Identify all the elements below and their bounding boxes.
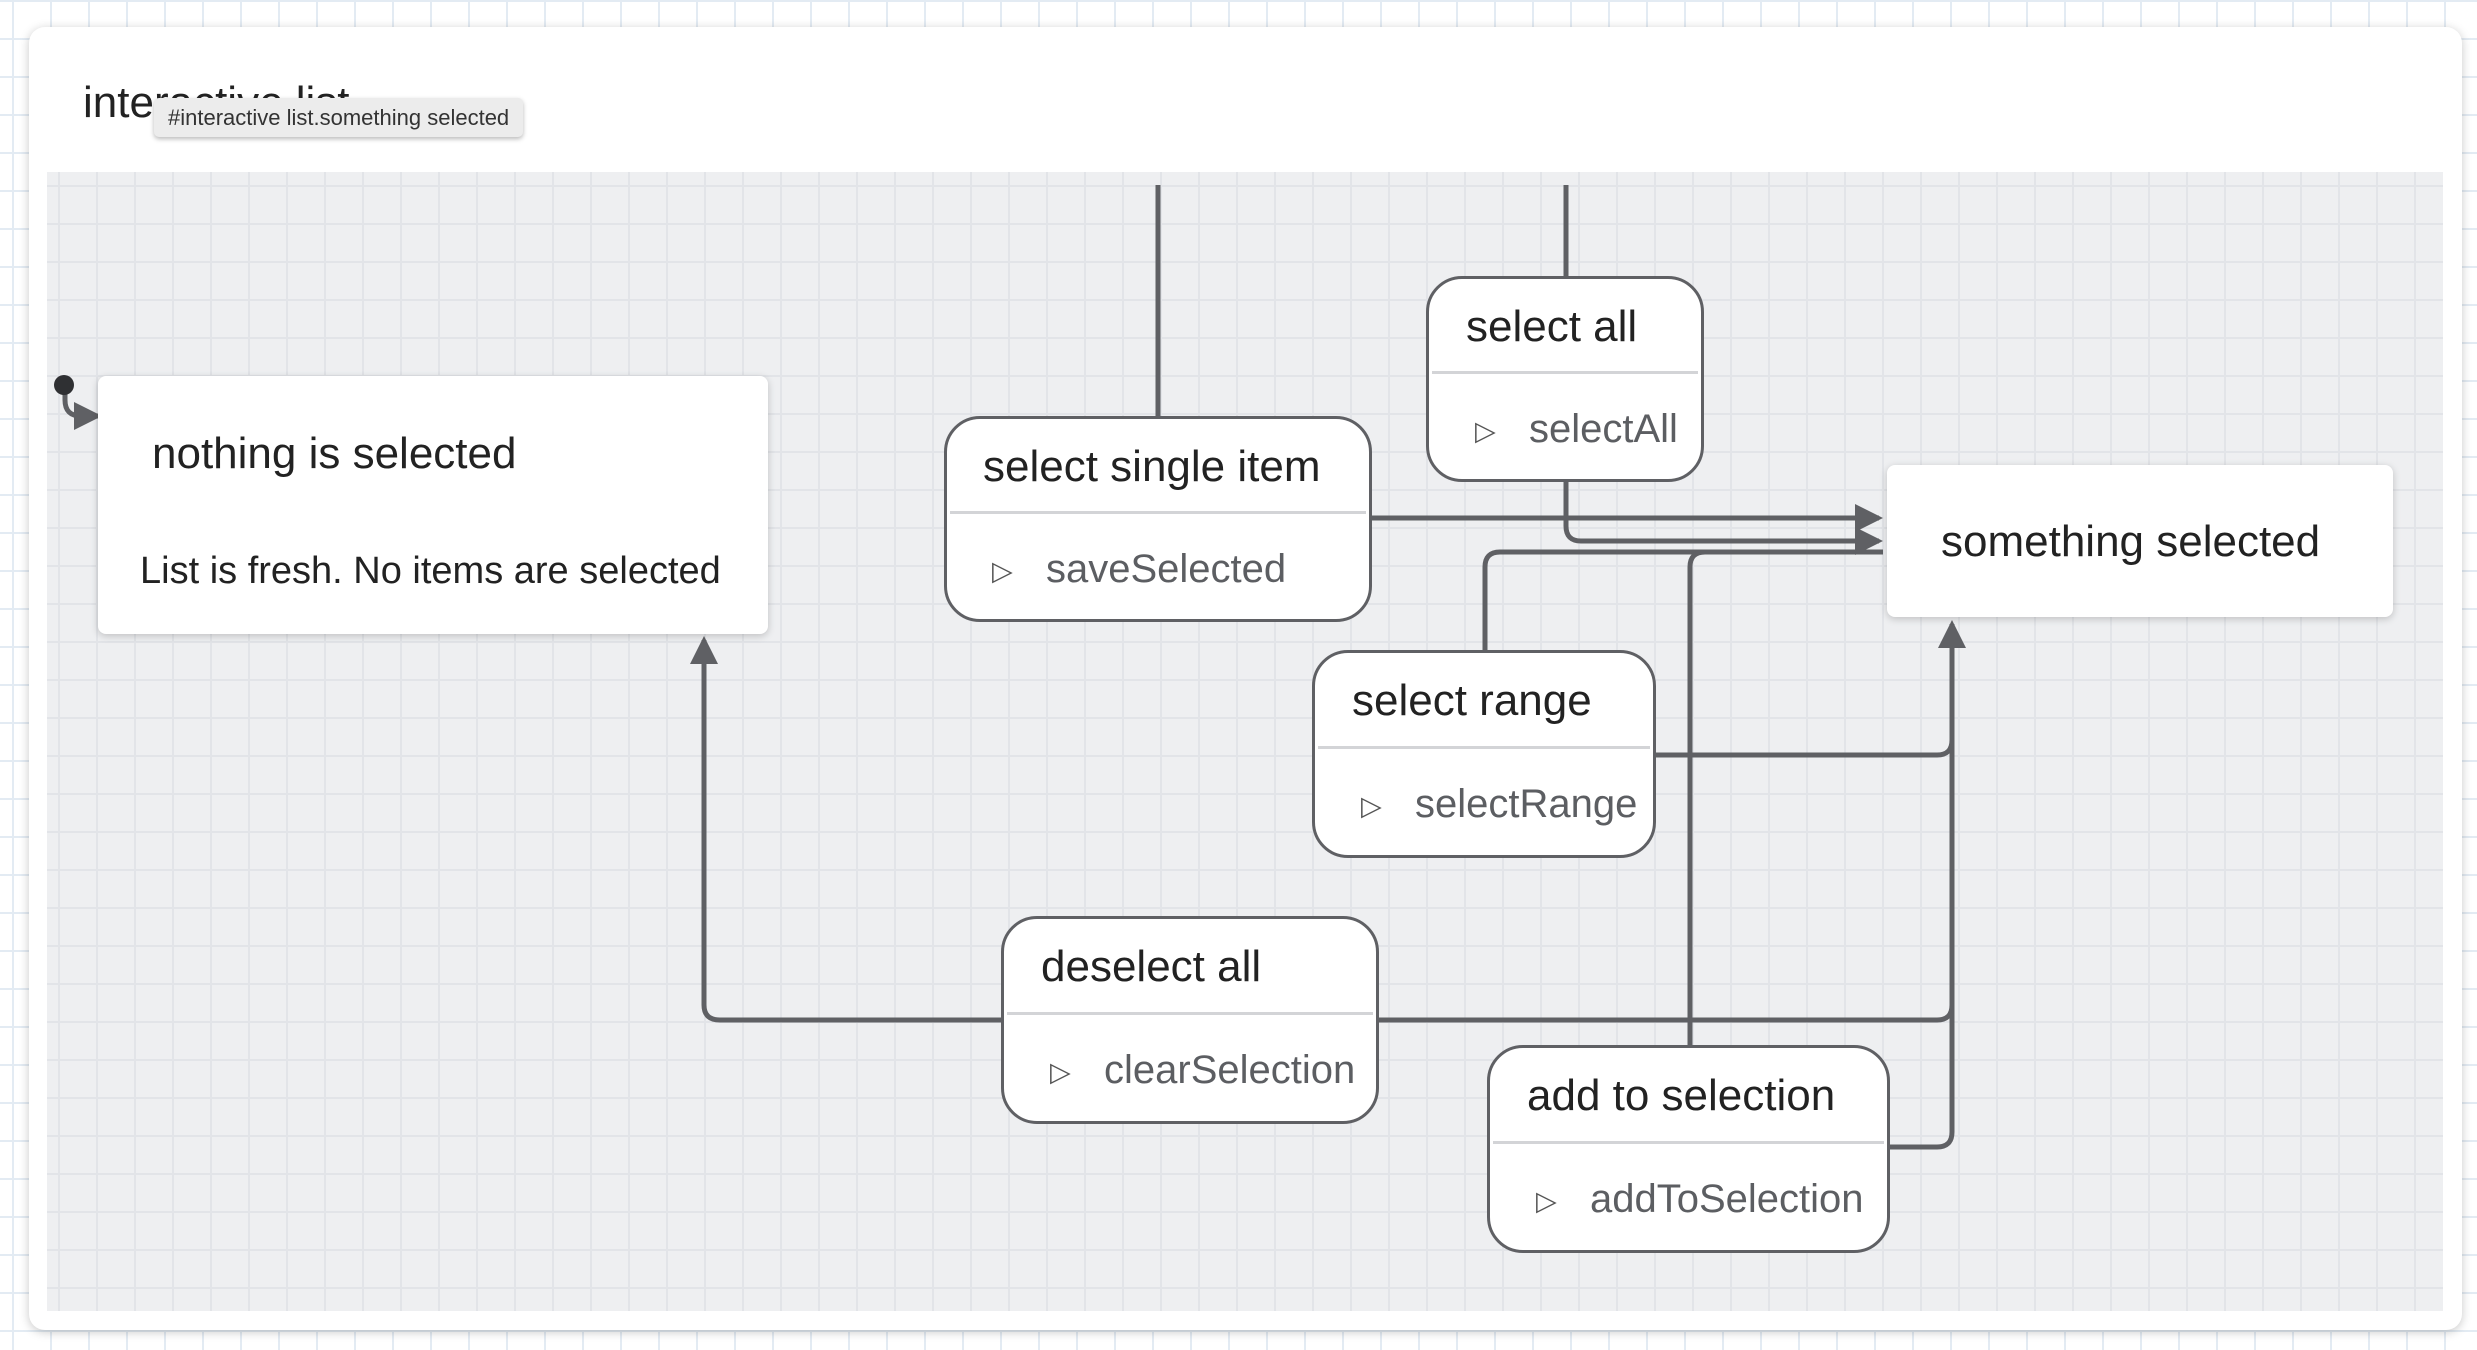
play-triangle-icon: ▷ (1050, 1057, 1071, 1087)
state-divider (1493, 1141, 1884, 1144)
state-divider (1318, 746, 1650, 749)
state-title: something selected (1941, 517, 2321, 566)
state-title: select range (1352, 676, 1592, 725)
state-description: List is fresh. No items are selected (140, 550, 721, 592)
action-label: clearSelection (1104, 1048, 1356, 1092)
state-select-single-item[interactable]: select single item ▷ saveSelected (944, 416, 1372, 622)
action-label: addToSelection (1590, 1177, 1864, 1221)
action-label: saveSelected (1046, 547, 1287, 591)
state-something-selected[interactable]: something selected (1887, 465, 2393, 617)
state-title: add to selection (1527, 1071, 1836, 1120)
state-divider (1007, 1012, 1373, 1015)
state-title: select all (1466, 302, 1638, 351)
state-nothing-selected[interactable]: nothing is selected List is fresh. No it… (98, 376, 768, 634)
play-triangle-icon: ▷ (1536, 1186, 1557, 1216)
state-divider (1432, 371, 1698, 374)
state-path-tooltip: #interactive list.something selected (154, 98, 524, 137)
state-deselect-all[interactable]: deselect all ▷ clearSelection (1001, 916, 1379, 1124)
state-select-all[interactable]: select all ▷ selectAll (1426, 276, 1704, 482)
state-add-to-selection[interactable]: add to selection ▷ addToSelection (1487, 1045, 1890, 1253)
state-title: deselect all (1041, 942, 1262, 991)
action-label: selectAll (1529, 407, 1678, 451)
state-title: nothing is selected (152, 429, 517, 478)
play-triangle-icon: ▷ (992, 556, 1013, 586)
state-divider (950, 511, 1366, 514)
play-triangle-icon: ▷ (1475, 416, 1496, 446)
state-title: select single item (983, 442, 1321, 491)
action-label: selectRange (1415, 782, 1638, 826)
diagram-canvas[interactable] (47, 172, 2443, 1311)
play-triangle-icon: ▷ (1361, 791, 1382, 821)
state-select-range[interactable]: select range ▷ selectRange (1312, 650, 1656, 858)
